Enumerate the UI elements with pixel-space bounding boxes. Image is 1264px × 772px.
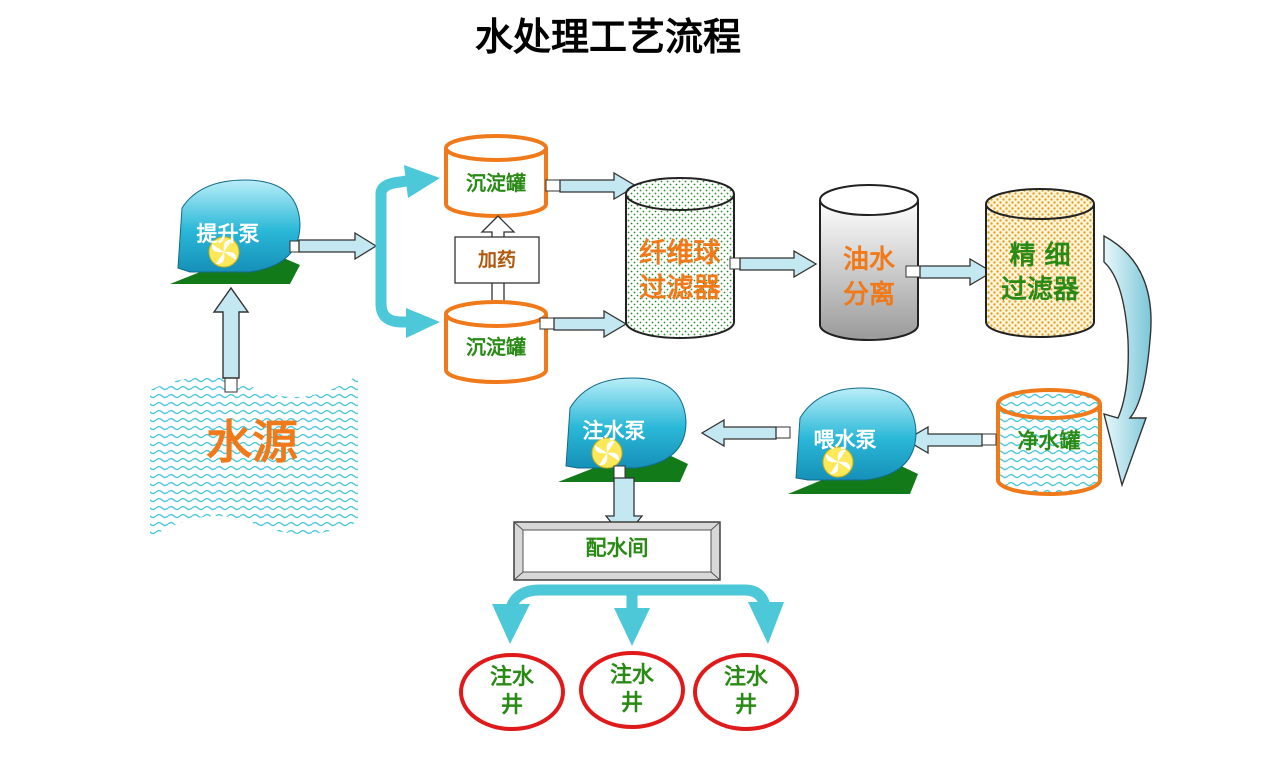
injection-pump-label: 注水泵 (583, 419, 646, 443)
arrow-feed-pump-to-injection-pump (700, 418, 791, 448)
fine-filter: 精 细 过滤器 (985, 188, 1095, 338)
arrow-source-to-lift-pump (212, 286, 250, 393)
arrow-fine-filter-to-clean-tank (1103, 234, 1152, 488)
fiber-ball-filter: 纤维球 过滤器 (625, 177, 735, 339)
injection-well-3: 注水 井 (693, 653, 799, 731)
distribution-room-label: 配水间 (586, 536, 649, 560)
settling-tank-top-label: 沉淀罐 (466, 171, 526, 195)
fan-icon (591, 437, 623, 469)
well-1-label-line2: 井 (501, 693, 523, 718)
oil-separator-label-line2: 分离 (843, 279, 895, 310)
fan-icon (208, 236, 240, 268)
clean-tank-label: 净水罐 (1018, 429, 1081, 453)
injection-pump: 注水泵 (558, 377, 688, 482)
arrow-lift-pump-out (289, 231, 378, 261)
water-source-label: 水源 (206, 415, 298, 469)
dosing-label: 加药 (477, 248, 516, 271)
fiber-filter-label-line1: 纤维球 (640, 238, 722, 269)
arrow-split-to-settling-tanks (375, 165, 440, 338)
arrow-clean-tank-to-feed-pump (904, 425, 997, 455)
lift-pump: 提升泵 (170, 179, 301, 284)
oil-water-separator: 油水 分离 (819, 184, 919, 341)
well-3-label-line2: 井 (735, 693, 757, 718)
well-1-label-line1: 注水 (490, 664, 535, 690)
well-2-label-line1: 注水 (610, 662, 655, 688)
feed-pump: 喂水泵 (788, 387, 918, 494)
fine-filter-label-line2: 过滤器 (1001, 275, 1080, 305)
fiber-filter-label-line2: 过滤器 (640, 273, 722, 304)
fine-filter-label-line1: 精 细 (1009, 240, 1070, 271)
water-source: 水源 (150, 375, 358, 538)
feed-pump-label: 喂水泵 (814, 428, 877, 452)
arrow-settling-bottom-to-fiber-filter (539, 309, 628, 339)
arrow-fiber-filter-to-oil-separator (729, 249, 818, 279)
distribution-room: 配水间 (513, 521, 721, 581)
injection-well-2: 注水 井 (579, 651, 685, 729)
well-3-label-line1: 注水 (724, 664, 769, 690)
oil-separator-label-line1: 油水 (843, 245, 896, 275)
injection-well-1: 注水 井 (459, 653, 565, 731)
settling-tank-bottom: 沉淀罐 (444, 300, 548, 384)
settling-tank-bottom-label: 沉淀罐 (466, 335, 526, 359)
arrow-oil-separator-to-fine-filter (905, 257, 994, 287)
page-title: 水处理工艺流程 (475, 15, 741, 59)
lift-pump-label: 提升泵 (197, 222, 260, 246)
arrow-distribution-to-wells (492, 584, 784, 646)
clean-water-tank: 净水罐 (996, 388, 1102, 496)
dosing-unit: 加药 (454, 215, 540, 319)
arrow-settling-top-to-fiber-filter (545, 171, 638, 201)
well-2-label-line2: 井 (621, 691, 643, 716)
settling-tank-top: 沉淀罐 (444, 134, 548, 218)
fan-icon (822, 446, 854, 478)
